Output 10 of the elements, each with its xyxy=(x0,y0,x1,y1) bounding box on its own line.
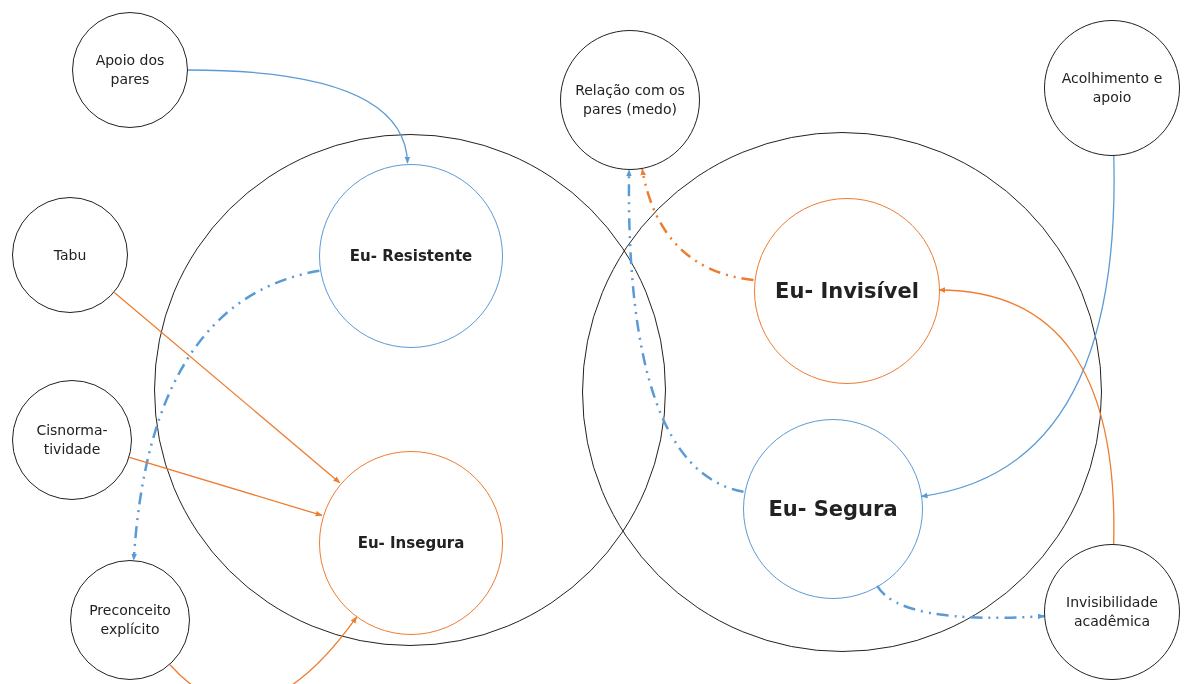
dashed-arrow xyxy=(640,168,754,282)
arrow xyxy=(187,69,410,164)
dashed-arrow xyxy=(626,169,744,493)
arrow xyxy=(169,616,358,684)
dashed-arrow xyxy=(876,585,1045,620)
arrow xyxy=(920,155,1115,498)
dashed-arrow xyxy=(131,269,320,561)
arrow xyxy=(938,287,1115,545)
arrow xyxy=(113,291,341,484)
arrow xyxy=(128,456,323,517)
